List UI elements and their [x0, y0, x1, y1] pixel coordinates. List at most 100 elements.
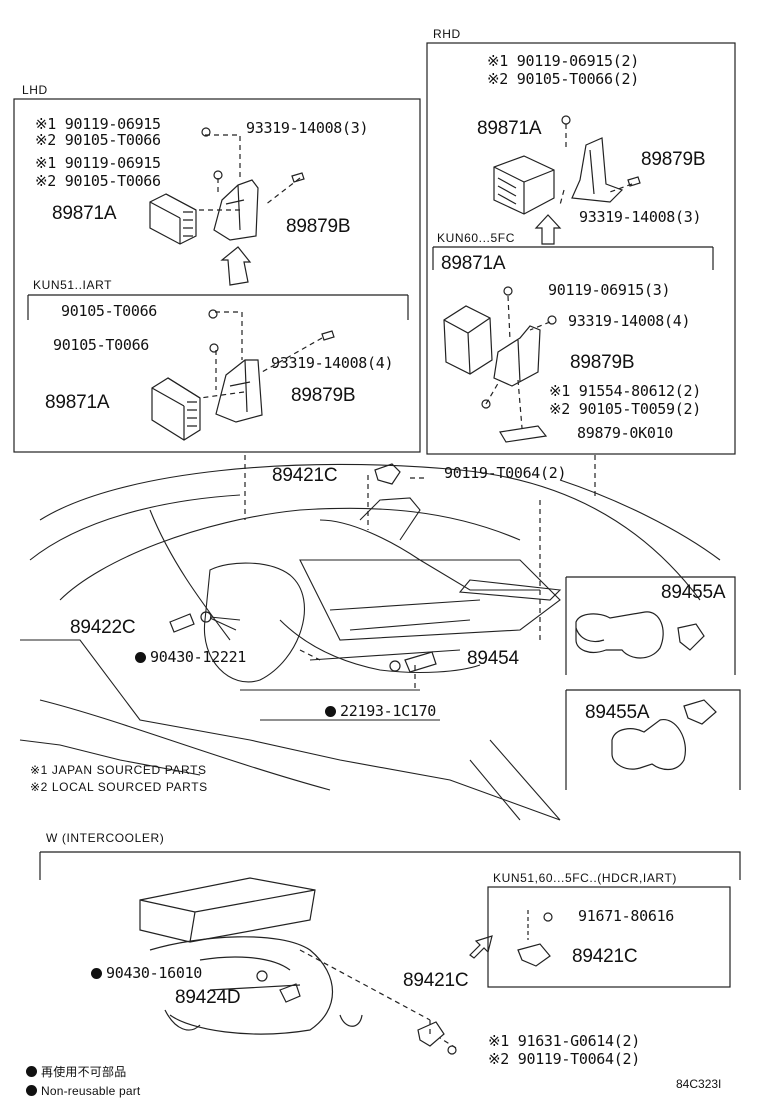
part-label: ※1 90119-06915(2) — [487, 52, 639, 70]
lhd-dashes — [196, 134, 301, 211]
intercooler-box — [39, 851, 741, 880]
part-label: 89421C — [572, 946, 638, 967]
rhd-arrow — [534, 214, 562, 245]
part-label: ※1 91554-80612(2) — [549, 382, 701, 400]
part-label: 89879B — [291, 385, 356, 406]
hdcr-box — [487, 886, 731, 988]
part-label: ※1 90119-06915 — [35, 154, 161, 172]
lhd-bracket-drawing — [213, 179, 259, 241]
figure-code: 84C323I — [676, 1077, 722, 1091]
part-label: 89454 — [467, 648, 519, 669]
engine-bay-drawing — [19, 463, 721, 821]
rhd-ecu-drawing — [493, 155, 555, 215]
lhd-box — [13, 98, 421, 453]
part-label: ※2 90105-T0059(2) — [549, 400, 701, 418]
part-label: 89879B — [570, 352, 635, 373]
part-label: ※2 90119-T0064(2) — [488, 1050, 640, 1068]
part-label: 89455A — [585, 702, 650, 723]
sensor-89421c-top — [374, 463, 401, 485]
nonreusable-dot — [135, 652, 146, 663]
kun60-ecu-drawing — [443, 305, 493, 375]
plug-22193 — [389, 660, 401, 672]
section-w-intercooler: W (INTERCOOLER) — [46, 831, 165, 845]
sensor-89455a-2 — [683, 699, 717, 725]
part-label: ※2 90105-T0066(2) — [487, 70, 639, 88]
kun60-nut — [481, 399, 491, 409]
rhd-bracket-drawing — [571, 137, 624, 203]
hdcr-bolt — [543, 912, 553, 922]
rhd-dashes — [559, 124, 633, 206]
nonreusable-dot — [91, 968, 102, 979]
gasket-90430-16010 — [256, 970, 268, 982]
part-label: 89871A — [477, 118, 542, 139]
section-rhd: RHD — [433, 27, 461, 41]
kun60-clamp — [499, 425, 548, 443]
sensor-89455a-1 — [677, 623, 705, 651]
part-label: 93319-14008(4) — [271, 354, 394, 372]
part-label: 89879B — [286, 216, 351, 237]
rhd-box — [426, 42, 736, 455]
part-label: 89871A — [45, 392, 110, 413]
kun60-screw — [547, 315, 557, 325]
part-label: 90119-T0064(2) — [444, 464, 567, 482]
hdcr-arrow — [469, 935, 493, 959]
part-label: 91671-80616 — [578, 907, 675, 925]
section-kun60-5fc: KUN60...5FC — [437, 231, 515, 245]
part-label: 89455A — [661, 582, 726, 603]
kun60-dashes — [485, 295, 551, 429]
rhd-screw — [627, 176, 641, 187]
lhd-screw — [291, 172, 305, 183]
kun51-ecu-drawing — [151, 377, 201, 441]
note-local: ※2 LOCAL SOURCED PARTS — [30, 780, 208, 794]
sensor-89422c — [169, 613, 195, 633]
part-label-nonreusable: 90430-12221 — [135, 650, 246, 665]
part-label: 93319-14008(3) — [579, 208, 702, 226]
legend-en: Non-reusable part — [26, 1085, 140, 1097]
part-label-nonreusable: 90430-16010 — [91, 966, 202, 981]
part-label-nonreusable: 22193-1C170 — [325, 704, 436, 719]
switch-89454 — [404, 651, 437, 673]
part-label: ※2 90105-T0066 — [35, 172, 161, 190]
kun60-bracket-drawing — [493, 325, 541, 387]
lhd-bolt-2 — [213, 170, 223, 180]
hdcr-sensor — [517, 943, 551, 967]
bolt-91631 — [447, 1045, 457, 1055]
rhd-bolt — [561, 115, 571, 125]
part-label: 90105-T0066 — [53, 336, 150, 354]
part-label: 90105-T0066 — [61, 302, 158, 320]
lhd-bolt-1 — [201, 127, 211, 137]
thermostat-housing-2 — [611, 719, 686, 771]
kun60-bolt — [503, 286, 513, 296]
lhd-arrow — [220, 246, 252, 286]
intercooler-drawing — [139, 877, 363, 1035]
part-label: ※1 91631-G0614(2) — [488, 1032, 640, 1050]
part-label: 89421C — [272, 465, 338, 486]
detail-box-2 — [565, 689, 741, 790]
nonreusable-dot — [26, 1085, 37, 1096]
part-label: 89421C — [403, 970, 469, 991]
nonreusable-dot — [325, 706, 336, 717]
kun51-bolt-2 — [209, 343, 219, 353]
section-lhd: LHD — [22, 83, 48, 97]
note-japan: ※1 JAPAN SOURCED PARTS — [30, 763, 207, 777]
part-label: ※2 90105-T0066 — [35, 131, 161, 149]
thermostat-housing-1 — [575, 611, 664, 659]
section-kun51-iart: KUN51..IART — [33, 278, 113, 292]
part-label: 89879B — [641, 149, 706, 170]
sensor-89421c-bottom — [417, 1021, 445, 1047]
kun51-bolt-1 — [208, 309, 218, 319]
part-label: 90119-06915(3) — [548, 281, 671, 299]
kun51-screw — [321, 330, 335, 341]
legend-jp: 再使用不可部品 — [26, 1066, 126, 1078]
lhd-ecu-drawing — [149, 193, 197, 245]
part-label: ※1 90119-06915 — [35, 115, 161, 133]
part-label: 89422C — [70, 617, 136, 638]
nonreusable-dot — [26, 1066, 37, 1077]
engine-dashes — [244, 455, 596, 690]
part-label: 93319-14008(4) — [568, 312, 691, 330]
part-label: 89871A — [441, 253, 506, 274]
sensor-89424d — [279, 983, 301, 1003]
part-label: 89879-0K010 — [577, 424, 674, 442]
part-label: 89871A — [52, 203, 117, 224]
